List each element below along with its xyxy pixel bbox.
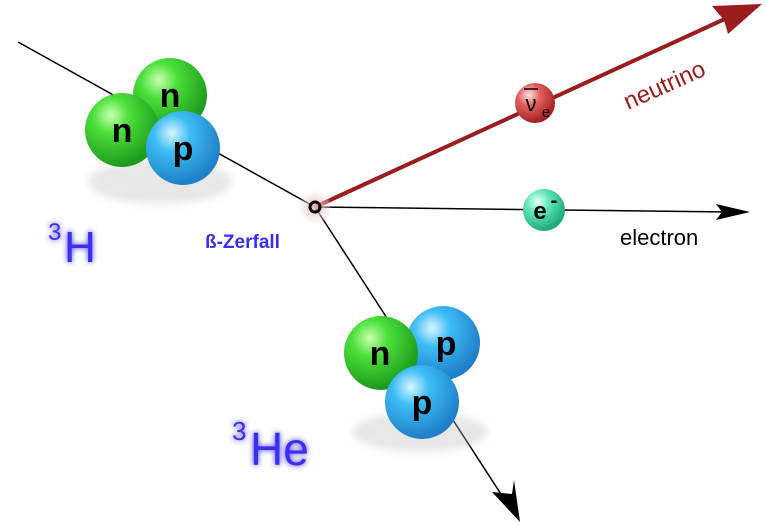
tritium-mass-number: 3 bbox=[48, 219, 61, 246]
helium3-mass-number: 3 bbox=[232, 416, 246, 446]
proton-ball bbox=[146, 111, 220, 185]
antineutrino-subscript: e bbox=[542, 104, 550, 121]
helium3-arrowhead bbox=[492, 480, 520, 522]
neutron-label: n bbox=[112, 112, 133, 150]
tritium-symbol: H bbox=[64, 223, 96, 272]
antineutrino-particle: ν e bbox=[515, 83, 555, 123]
neutron-label: n bbox=[370, 335, 391, 373]
neutron-ball bbox=[344, 316, 418, 390]
proton-label: p bbox=[436, 325, 457, 363]
decay-point bbox=[299, 191, 331, 223]
electron-label: electron bbox=[620, 225, 698, 250]
electron-trajectory-line bbox=[314, 206, 731, 213]
proton-ball bbox=[385, 365, 459, 439]
decay-label: ß-Zerfall bbox=[205, 232, 280, 253]
electron-particle: e - bbox=[523, 189, 565, 231]
neutrino-arrowhead bbox=[712, 4, 762, 34]
neutron-ball bbox=[85, 93, 159, 167]
antineutrino-symbol: ν bbox=[526, 91, 537, 116]
electron-charge: - bbox=[551, 190, 558, 212]
helium3-label: 3 He bbox=[232, 416, 309, 475]
proton-label: p bbox=[173, 130, 194, 168]
helium3-symbol: He bbox=[250, 423, 309, 475]
helium3-nucleus: p n p bbox=[344, 306, 488, 452]
proton-label: p bbox=[412, 384, 433, 422]
electron-arrowhead bbox=[716, 204, 750, 220]
electron-symbol: e bbox=[533, 198, 546, 225]
tritium-label: 3 H bbox=[48, 219, 96, 272]
neutron-label: n bbox=[160, 77, 181, 115]
tritium-nucleus: n n p bbox=[85, 58, 232, 204]
proton-ball bbox=[406, 306, 480, 380]
neutrino-label: neutrino bbox=[619, 56, 709, 116]
